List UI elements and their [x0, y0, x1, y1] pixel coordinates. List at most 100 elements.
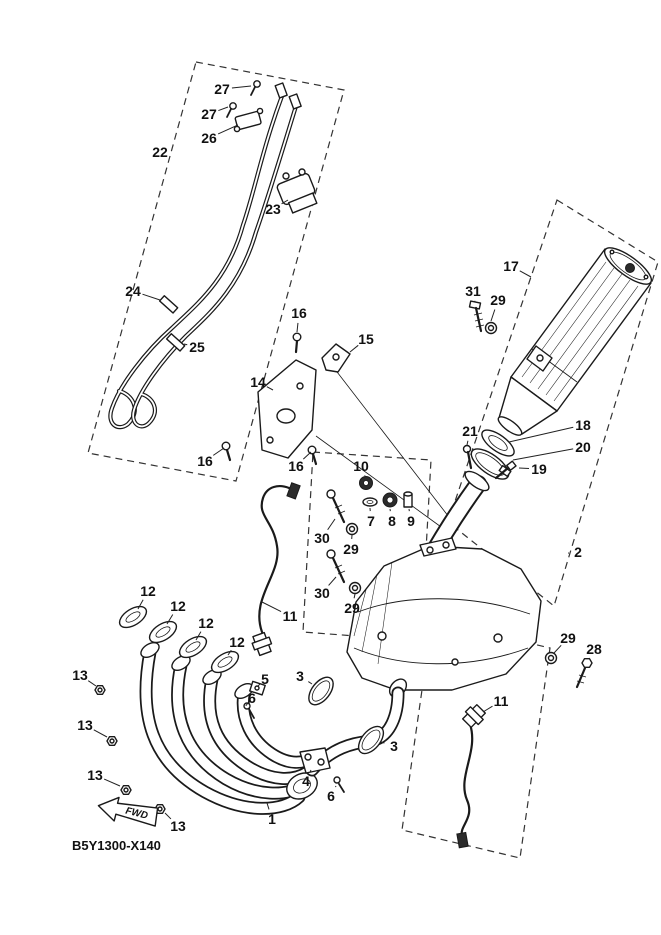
part-callout-19: 19 — [531, 461, 547, 477]
part-callout-6: 6 — [327, 788, 335, 804]
exhaust-gasket-12 — [210, 650, 240, 674]
part-callout-12: 12 — [140, 583, 156, 599]
collar-9 — [403, 491, 413, 508]
bracket-hole — [426, 546, 434, 554]
sensor-connector — [456, 831, 469, 849]
leader-line — [266, 386, 274, 391]
leader-line — [328, 576, 337, 586]
flange-nut-13 — [120, 784, 132, 796]
muffler-hatch-lines — [521, 261, 639, 402]
bolt-30 — [326, 549, 346, 584]
damper-8-hole — [386, 496, 394, 504]
mount-boss — [493, 633, 503, 643]
sensor-hex — [251, 636, 273, 651]
part-callout-17: 17 — [503, 258, 519, 274]
part-callout-29: 29 — [343, 541, 359, 557]
washer-29 — [484, 321, 498, 335]
flange-nut-13 — [94, 684, 106, 696]
leader-line — [327, 518, 336, 531]
dashed-box-hardware-group — [302, 451, 432, 642]
leader-line — [309, 769, 312, 773]
muffler-bolt-31 — [468, 300, 485, 333]
part-callout-12: 12 — [198, 615, 214, 631]
muffler-17 — [497, 247, 653, 436]
part-callout-7: 7 — [367, 513, 375, 529]
assembly-guide-lines — [315, 367, 453, 533]
washer-29 — [345, 522, 359, 536]
sensor-hex — [464, 706, 484, 726]
clamp-bolt-19 — [494, 460, 517, 480]
exhaust-collector — [286, 772, 318, 800]
leader-line — [87, 680, 97, 687]
leader-line — [257, 683, 261, 687]
muffler-group — [462, 247, 653, 480]
part-callout-29: 29 — [560, 630, 576, 646]
part-callout-21: 21 — [462, 423, 478, 439]
leader-line — [335, 785, 337, 788]
diagram-code: B5Y1300-X140 — [72, 838, 161, 853]
clamp-screw-27 — [226, 102, 237, 118]
leader-line — [231, 85, 252, 89]
bracket-hole — [442, 541, 450, 549]
leader-line — [512, 448, 574, 461]
leader-line — [93, 729, 108, 738]
muffler-mount-hole — [536, 354, 544, 362]
part-callout-12: 12 — [170, 598, 186, 614]
part-callout-5: 5 — [261, 671, 269, 687]
mount-bolt-16 — [307, 445, 318, 466]
part-callout-6: 6 — [248, 690, 256, 706]
part-callout-3: 3 — [296, 668, 304, 684]
grommet-10-hole — [363, 480, 369, 486]
sensor-connector — [286, 482, 301, 500]
washer-7 — [362, 497, 378, 507]
bolt-6 — [333, 776, 345, 793]
muffler-inlet — [497, 416, 523, 436]
throttle-sensor-housing-23 — [276, 168, 318, 214]
fwd-label: FWD — [124, 806, 149, 822]
leader-line — [281, 199, 289, 205]
part-callout-28: 28 — [586, 641, 602, 657]
part-callout-10: 10 — [353, 458, 369, 474]
part-callout-13: 13 — [72, 667, 88, 683]
catalytic-silencer-body — [346, 537, 542, 698]
leader-line — [302, 451, 312, 460]
mount-boss — [451, 658, 459, 666]
exhaust-gasket-12 — [148, 620, 178, 644]
leader-line — [217, 124, 239, 135]
leader-line — [466, 440, 469, 446]
part-callout-12: 12 — [229, 634, 245, 650]
bracket-stay-15 — [321, 343, 351, 373]
leader-line — [166, 614, 174, 625]
leader-line — [308, 681, 313, 685]
bolt-28 — [575, 657, 593, 689]
dashed-box-muffler-group — [447, 199, 659, 608]
body-seam — [357, 598, 531, 615]
leader-line — [518, 467, 530, 469]
fwd-arrow-shape — [97, 796, 159, 827]
cable-clamp-26 — [233, 107, 264, 133]
leader-line — [508, 426, 574, 443]
leader-line — [353, 593, 356, 599]
part-callout-26: 26 — [201, 130, 217, 146]
body-seam — [353, 647, 529, 665]
leader-line — [519, 270, 532, 278]
leader-line — [553, 644, 562, 654]
rivet — [643, 274, 649, 280]
throttle-cable-1-inner — [109, 95, 283, 429]
leader-line — [380, 741, 385, 744]
muffler-gasket-18 — [481, 429, 515, 457]
part-callout-30: 30 — [314, 530, 330, 546]
flange-nut-13 — [106, 735, 118, 747]
washer-29 — [544, 651, 558, 665]
part-callout-2: 2 — [574, 544, 582, 560]
leader-line — [103, 778, 121, 787]
part-callout-11: 11 — [494, 693, 509, 709]
exhaust-gasket-12 — [118, 605, 148, 629]
leader-line — [266, 802, 270, 810]
flange-plate-4 — [299, 747, 331, 774]
part-callout-23: 23 — [265, 201, 281, 217]
cable-adjuster-24 — [158, 295, 179, 314]
dashed-box-cable-group — [87, 61, 345, 482]
